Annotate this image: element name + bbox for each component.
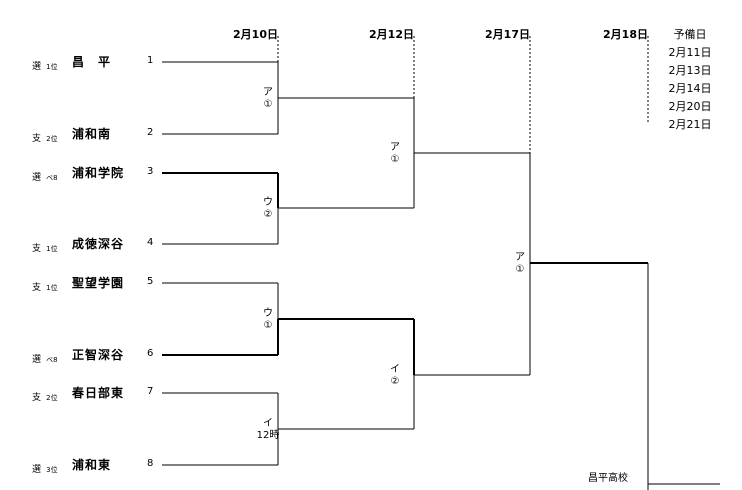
match-label: ア ①: [508, 252, 532, 276]
match-order: ①: [390, 154, 400, 165]
match-label: ア ①: [383, 142, 407, 166]
match-label: ウ ①: [256, 308, 280, 332]
team-name: 浦和南: [72, 127, 112, 141]
date-final: 2月18日: [603, 28, 648, 41]
spare-date: 2月14日: [668, 82, 712, 95]
date-semifinal: 2月17日: [485, 28, 530, 41]
match-court: ウ: [263, 308, 273, 319]
match-court: ア: [263, 87, 273, 98]
team-rank: 1位: [46, 63, 58, 71]
team-seed: 5: [147, 276, 154, 287]
team-name: 成徳深谷: [72, 237, 125, 251]
team-name: 春日部東: [72, 386, 125, 400]
venue-label: 昌平高校: [588, 473, 628, 484]
team-kind: 選: [32, 62, 42, 72]
team-row: 選 3位: [32, 457, 58, 476]
team-kind: 選: [32, 173, 42, 183]
team-seed: 7: [147, 386, 154, 397]
match-order: 12時: [256, 430, 280, 441]
team-seed: 3: [147, 166, 154, 177]
match-court: ウ: [263, 197, 273, 208]
team-seed: 6: [147, 348, 154, 359]
match-court: イ: [263, 418, 273, 429]
match-order: ①: [263, 99, 273, 110]
team-rank: 2位: [46, 135, 58, 143]
spare-date: 2月21日: [668, 118, 712, 131]
team-rank: ベ8: [46, 356, 58, 364]
match-order: ②: [390, 376, 400, 387]
match-label: イ ②: [383, 364, 407, 388]
match-court: イ: [390, 364, 400, 375]
team-seed: 1: [147, 55, 154, 66]
team-rank: 1位: [46, 284, 58, 292]
spare-date: 2月13日: [668, 64, 712, 77]
match-label: イ 12時: [256, 418, 280, 442]
team-name: 昌 平: [72, 55, 112, 69]
date-round1: 2月10日: [233, 28, 278, 41]
match-court: ア: [390, 142, 400, 153]
team-row: 選 1位: [32, 54, 58, 73]
team-name: 正智深谷: [72, 348, 125, 362]
team-rank: 1位: [46, 245, 58, 253]
team-name: 浦和学院: [72, 166, 125, 180]
team-row: 選 ベ8: [32, 165, 58, 184]
match-label: ア ①: [256, 87, 280, 111]
team-row: 支 2位: [32, 385, 58, 404]
match-order: ①: [263, 320, 273, 331]
team-kind: 選: [32, 465, 42, 475]
spare-date: 2月11日: [668, 46, 712, 59]
team-kind: 支: [32, 244, 42, 254]
team-row: 支 1位: [32, 236, 58, 255]
team-seed: 4: [147, 237, 154, 248]
date-round2: 2月12日: [369, 28, 414, 41]
team-seed: 8: [147, 458, 154, 469]
team-seed: 2: [147, 127, 154, 138]
team-row: 支 2位: [32, 126, 58, 145]
spare-date: 2月20日: [668, 100, 712, 113]
match-court: ア: [515, 252, 525, 263]
team-kind: 支: [32, 134, 42, 144]
team-kind: 支: [32, 283, 42, 293]
spare-days-title: 予備日: [673, 28, 707, 41]
team-rank: ベ8: [46, 174, 58, 182]
match-order: ②: [263, 209, 273, 220]
team-name: 聖望学園: [72, 276, 125, 290]
team-rank: 2位: [46, 394, 58, 402]
team-row: 支 1位: [32, 275, 58, 294]
team-row: 選 ベ8: [32, 347, 58, 366]
team-name: 浦和東: [72, 458, 112, 472]
team-kind: 選: [32, 355, 42, 365]
match-order: ①: [515, 264, 525, 275]
team-rank: 3位: [46, 466, 58, 474]
team-kind: 支: [32, 393, 42, 403]
match-label: ウ ②: [256, 197, 280, 221]
